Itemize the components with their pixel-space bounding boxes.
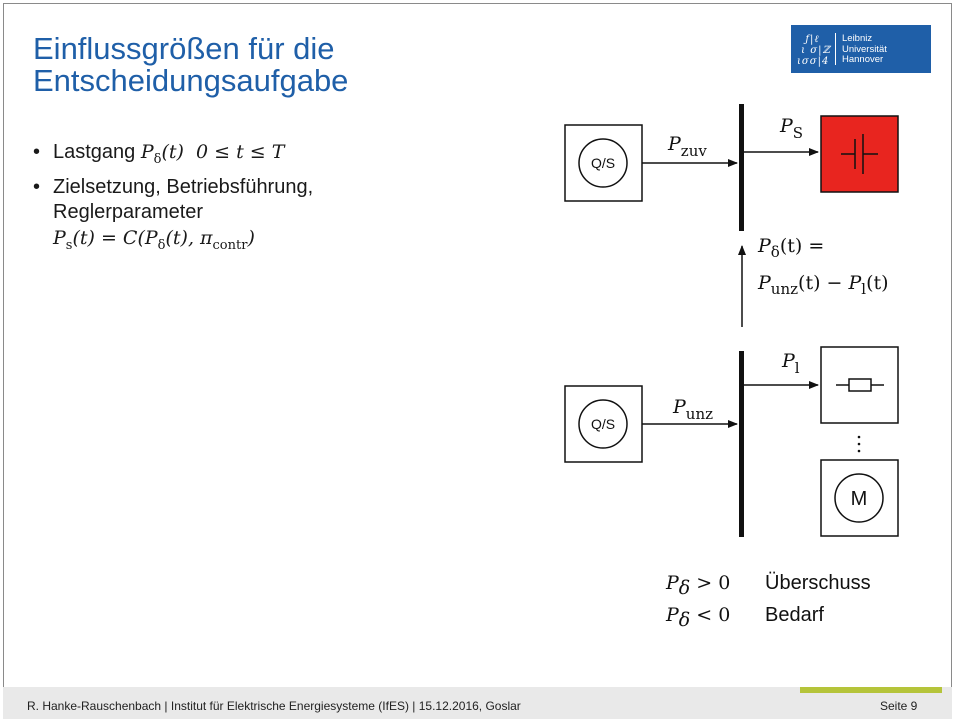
source-box-top: Q/S — [564, 124, 643, 202]
busbar-top — [739, 104, 744, 231]
label-p-delta-line1: Pδ(t) = — [757, 235, 824, 261]
logo-divider — [835, 33, 836, 65]
page-number: Seite 9 — [880, 699, 918, 713]
busbar-bottom — [739, 351, 744, 537]
source-label-top: Q/S — [591, 155, 615, 171]
motor-label: M — [851, 488, 868, 510]
slide — [3, 3, 952, 719]
source-box-bottom: Q/S — [564, 385, 643, 463]
bullet-list: Lastgang Pδ(t) 0 ≤ t ≤ T Zielsetzung, Be… — [33, 140, 453, 262]
label-p-unz: Punz — [672, 396, 713, 423]
motor-box: M — [820, 459, 899, 537]
label-p-delta-line2: Punz(t) − Pl(t) — [757, 272, 889, 298]
footer-accent — [800, 687, 942, 693]
label-p-l: Pl — [781, 350, 800, 377]
footer-text: R. Hanke-Rauschenbach | Institut für Ele… — [27, 699, 521, 713]
control-formula: Ps(t) = C(Pδ(t), πcontr) — [53, 226, 255, 253]
bullet-zielsetzung: Zielsetzung, Betriebsführung, Reglerpara… — [33, 175, 453, 259]
source-label-bottom: Q/S — [591, 416, 615, 432]
legend-surplus-symbol: Pδ > 0 — [665, 572, 730, 599]
storage-box — [820, 115, 899, 193]
resistor-load-box — [820, 346, 899, 424]
label-p-zuv: Pzuv — [667, 133, 707, 160]
legend-demand-text: Bedarf — [765, 604, 824, 626]
footer-bar — [3, 687, 952, 719]
lastgang-formula: Pδ(t) 0 ≤ t ≤ T — [140, 141, 285, 167]
bullet-lastgang: Lastgang Pδ(t) 0 ≤ t ≤ T — [33, 140, 453, 172]
label-p-s: PS — [779, 115, 803, 142]
legend-surplus-text: Überschuss — [765, 572, 871, 594]
logo-text: Leibniz Universität Hannover — [842, 33, 887, 65]
slide-title: Einflussgrößen für die Entscheidungsaufg… — [33, 31, 349, 98]
vertical-ellipsis — [857, 435, 861, 453]
legend-demand-symbol: Pδ < 0 — [665, 604, 730, 631]
